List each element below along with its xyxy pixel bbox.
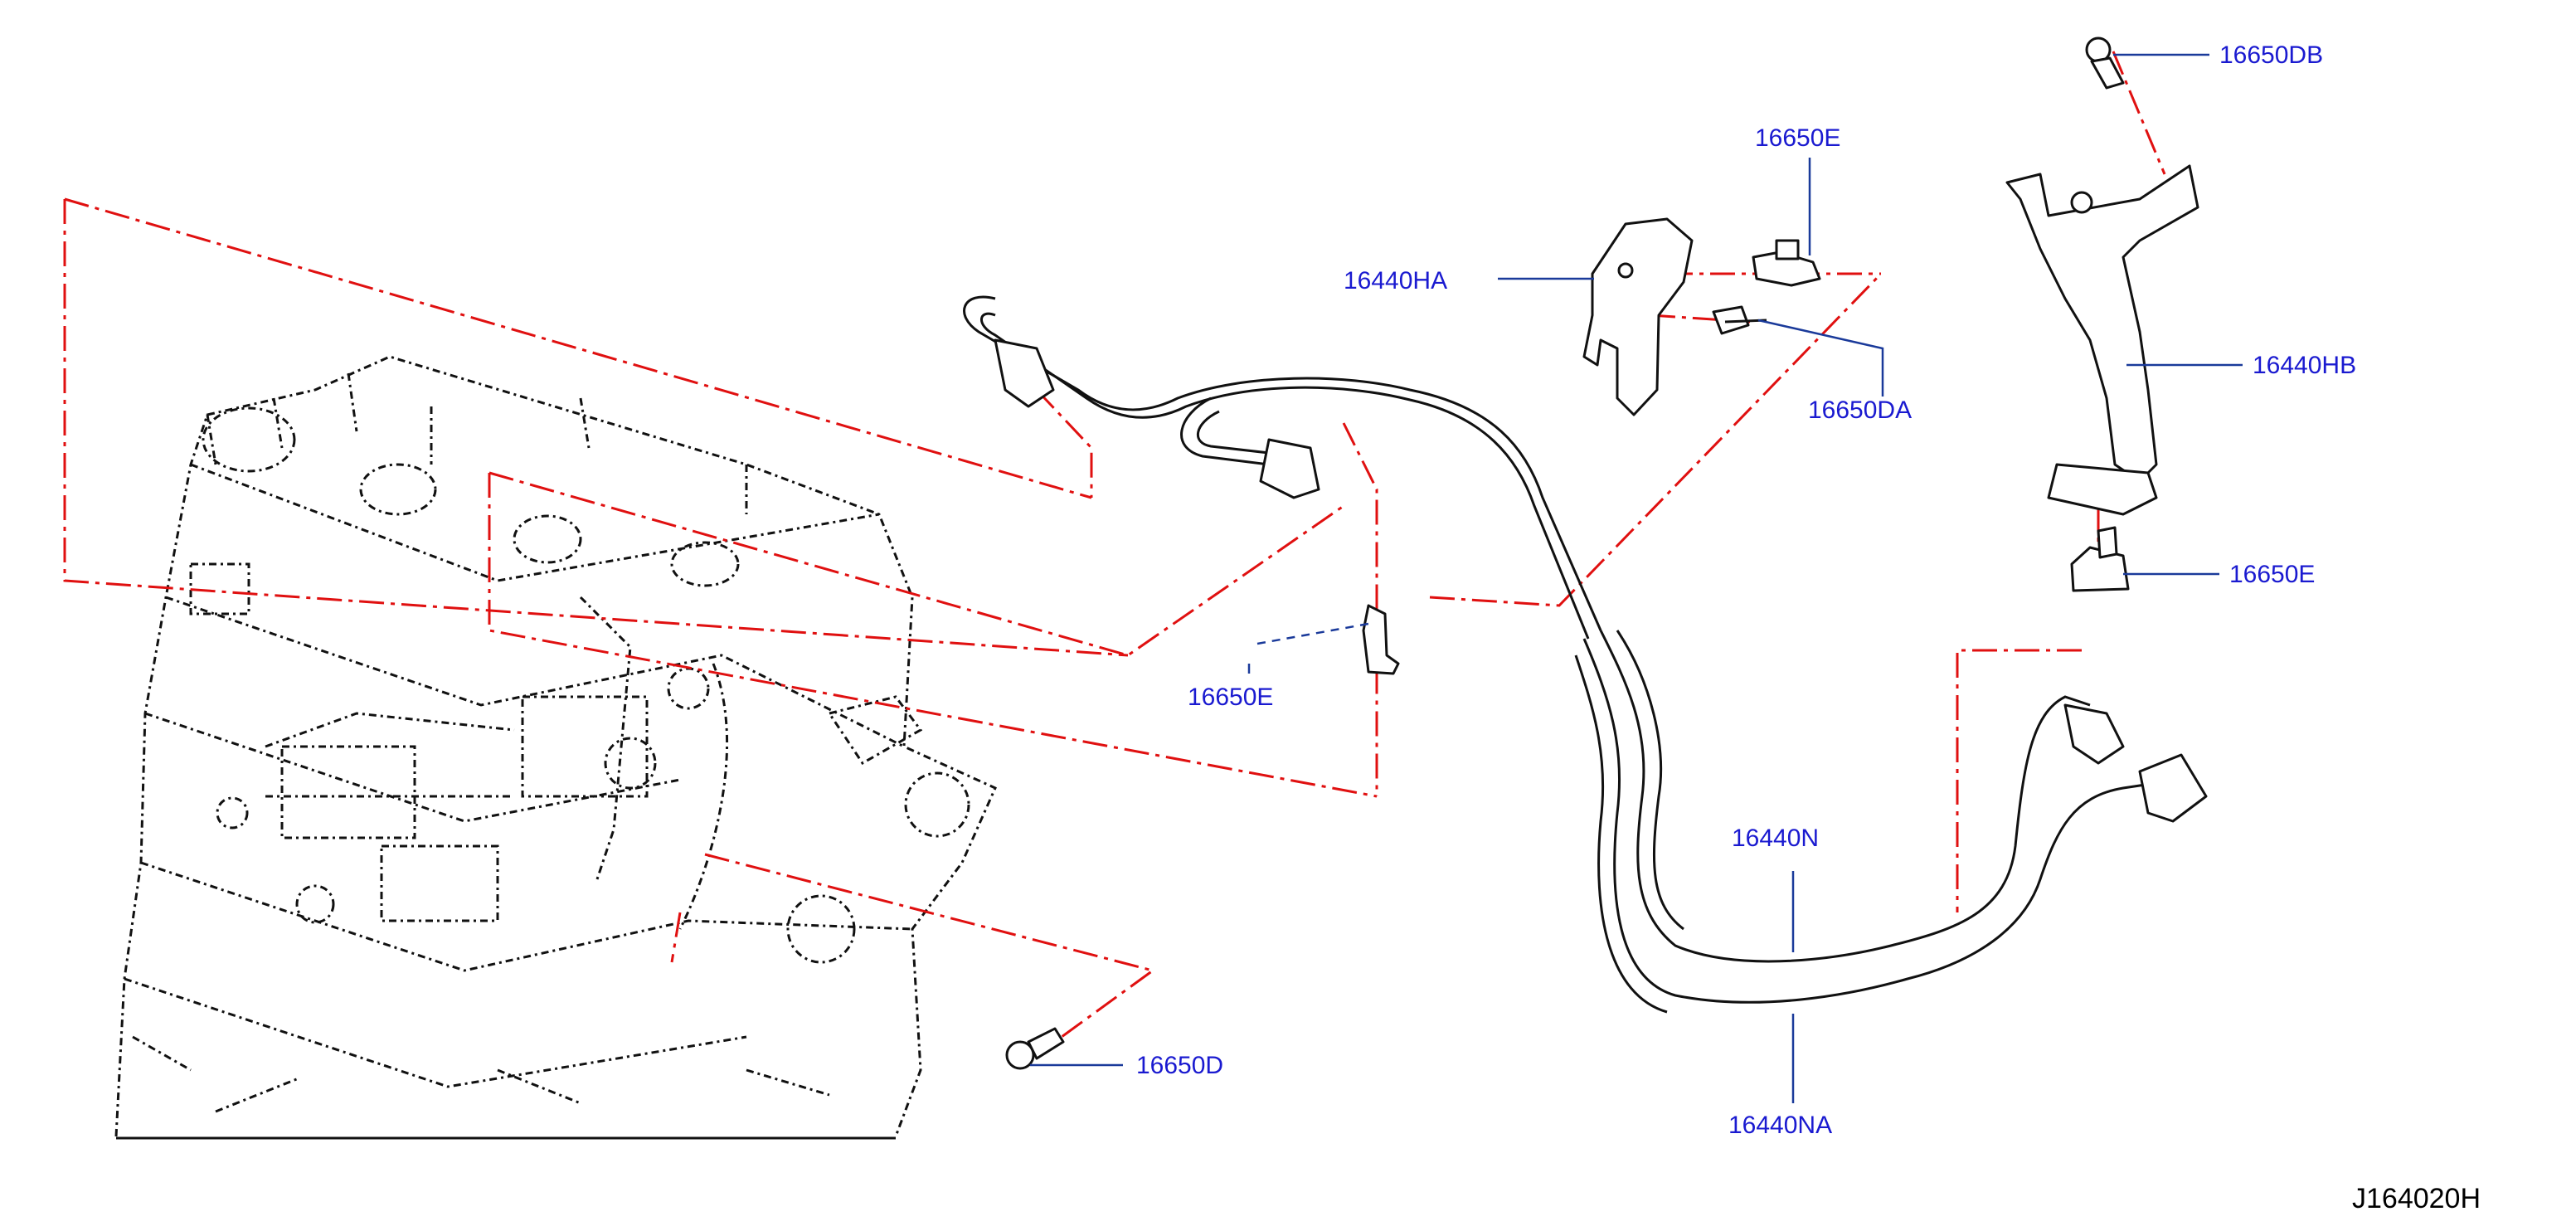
bolt-16650db-drawing bbox=[2085, 36, 2125, 90]
upper-hose-drawing bbox=[963, 295, 1602, 675]
clip-bolt-top-drawing bbox=[1712, 239, 1821, 335]
leader-lines bbox=[1030, 53, 2243, 1103]
part-label-16650da[interactable]: 16650DA bbox=[1808, 397, 1913, 424]
part-label-16440ha[interactable]: 16440HA bbox=[1344, 267, 1448, 294]
diagram-code: J164020H bbox=[2352, 1183, 2481, 1214]
part-label-16440hb[interactable]: 16440HB bbox=[2253, 352, 2357, 379]
part-label-16650d[interactable]: 16650D bbox=[1136, 1052, 1224, 1079]
part-label-16440n[interactable]: 16440N bbox=[1732, 825, 1820, 852]
part-label-16650e-center[interactable]: 16650E bbox=[1188, 684, 1274, 711]
engine-block-drawing bbox=[114, 355, 997, 1140]
alignment-lines bbox=[63, 51, 2166, 1039]
part-label-16440na[interactable]: 16440NA bbox=[1728, 1112, 1833, 1139]
part-label-16650e-top[interactable]: 16650E bbox=[1755, 124, 1841, 152]
part-label-16650e-right[interactable]: 16650E bbox=[2229, 561, 2316, 588]
bracket-16440ha-drawing bbox=[1582, 217, 1694, 416]
lower-hose-drawing bbox=[1574, 630, 2208, 1014]
bracket-16440hb-drawing bbox=[2005, 164, 2199, 592]
bolt-16650d-drawing bbox=[1005, 1027, 1065, 1070]
part-label-16650db[interactable]: 16650DB bbox=[2219, 41, 2324, 69]
